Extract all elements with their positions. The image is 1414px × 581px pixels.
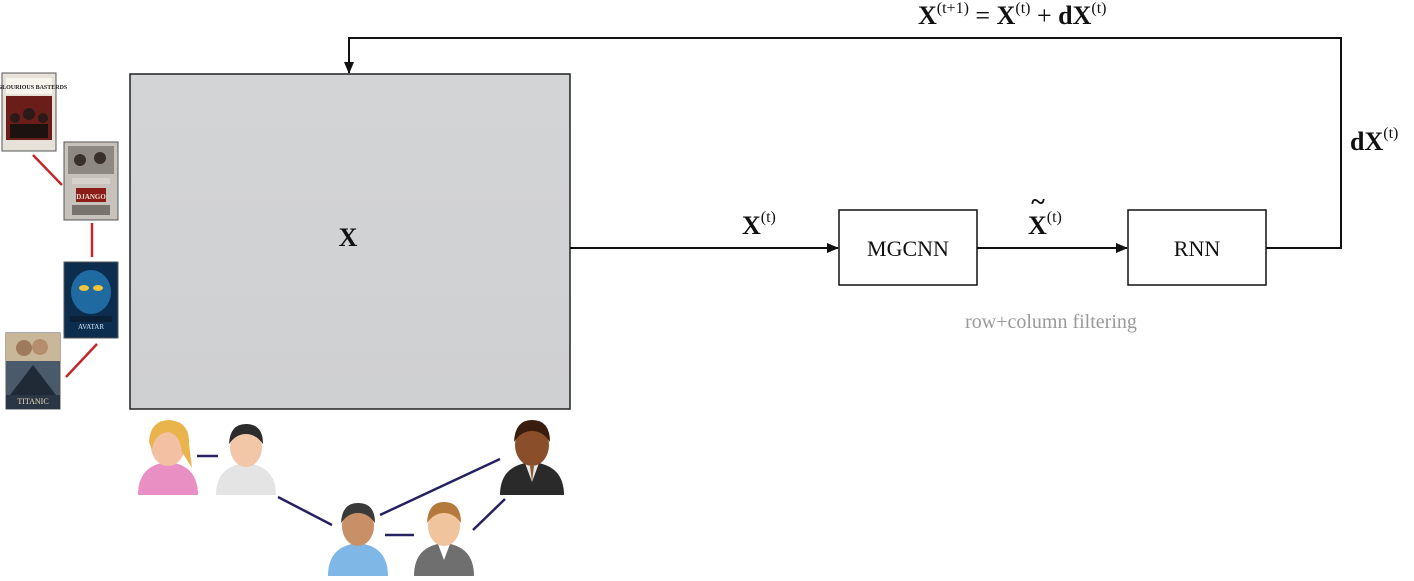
movie-poster-avatar: AVATAR [63, 261, 119, 339]
movie-graph: INGLOURIOUS BASTERDS DJANGO AVATAR [0, 72, 119, 410]
mgcnn-label: MGCNN [867, 236, 949, 261]
user-avatar-man-suit [500, 420, 564, 495]
tilde-edge-label: ~ X(t) [1028, 187, 1062, 240]
movie-title: DJANGO [76, 193, 106, 201]
user-edge [379, 457, 501, 517]
svg-text:~: ~ [1031, 187, 1045, 216]
edge-feedback [344, 37, 1342, 249]
movie-poster-inglourious-basterds: INGLOURIOUS BASTERDS [0, 72, 68, 152]
user-edge [277, 495, 333, 527]
movie-title: INGLOURIOUS BASTERDS [0, 85, 68, 91]
movie-poster-django-unchained: DJANGO [63, 141, 119, 221]
input-edge-label: X(t) [742, 209, 776, 240]
filtering-caption: row+column filtering [965, 311, 1137, 333]
movie-title: TITANIC [17, 397, 48, 406]
rnn-label: RNN [1174, 236, 1221, 261]
user-avatar-woman [138, 420, 198, 495]
movie-edge [65, 343, 98, 378]
user-avatar-man-blue [328, 503, 388, 576]
matrix-label: X [339, 223, 358, 252]
movie-poster-titanic: TITANIC [5, 332, 61, 410]
user-avatar-man-grey [414, 502, 474, 576]
movie-edge [32, 154, 63, 186]
user-avatar-man-white [216, 424, 276, 495]
update-rule-label: X(t+1) = X(t) + dX(t) [918, 0, 1107, 30]
flow-edges [344, 37, 1342, 253]
movie-title: AVATAR [78, 323, 104, 331]
user-edge [472, 498, 506, 531]
rnn-block: RNN [1127, 209, 1267, 286]
mgcnn-block: MGCNN [838, 209, 978, 286]
matrix-x: X [129, 73, 571, 410]
matrix-rect [129, 73, 571, 410]
svg-text:X(t): X(t) [1028, 209, 1062, 240]
user-graph [138, 420, 564, 576]
feedback-edge-label: dX(t) [1350, 125, 1398, 156]
